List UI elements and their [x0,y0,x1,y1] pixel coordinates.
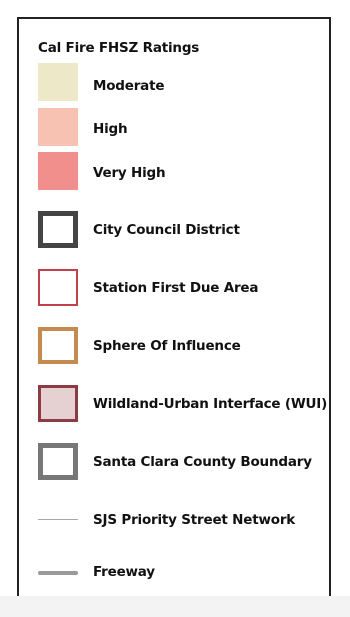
legend-item-station-first-due-area: Station First Due Area [19,269,329,309]
high-fill-swatch [38,108,78,146]
legend-item-santa-clara-county-boundary: Santa Clara County Boundary [19,443,329,483]
legend-item-label: Station First Due Area [93,280,259,296]
station-first-due-area-outline-swatch [38,269,78,306]
moderate-fill-swatch [38,63,78,101]
freeway-line-swatch [38,571,78,575]
legend-item-city-council-district: City Council District [19,211,329,251]
legend-item-label: Very High [93,165,166,181]
legend-item-label: Freeway [93,564,155,580]
sjs-priority-street-line-swatch [38,519,78,520]
legend-item-label: High [93,121,128,137]
legend-item-very-high: Very High [19,152,329,192]
legend-item-label: Moderate [93,78,165,94]
legend-item-sjs-priority-street-network: SJS Priority Street Network [19,501,329,541]
legend-title: Cal Fire FHSZ Ratings [38,40,200,56]
legend-item-label: SJS Priority Street Network [93,512,296,528]
legend-item-freeway: Freeway [19,553,329,593]
sphere-of-influence-outline-swatch [38,327,78,364]
legend-item-wui: Wildland-Urban Interface (WUI) [19,385,329,425]
legend-item-high: High [19,108,329,148]
wui-dotted-outline-swatch [38,385,78,422]
legend-item-sphere-of-influence: Sphere Of Influence [19,327,329,367]
city-council-district-outline-swatch [38,211,78,248]
legend-item-label: City Council District [93,222,240,238]
legend-item-label: Santa Clara County Boundary [93,454,312,470]
santa-clara-county-boundary-outline-swatch [38,443,78,480]
page-bottom-background [0,596,350,617]
legend-item-label: Sphere Of Influence [93,338,241,354]
legend-item-moderate: Moderate [19,63,329,103]
very-high-fill-swatch [38,152,78,190]
legend-item-label: Wildland-Urban Interface (WUI) [93,396,328,412]
map-legend: Cal Fire FHSZ Ratings Moderate High Very… [17,17,331,596]
